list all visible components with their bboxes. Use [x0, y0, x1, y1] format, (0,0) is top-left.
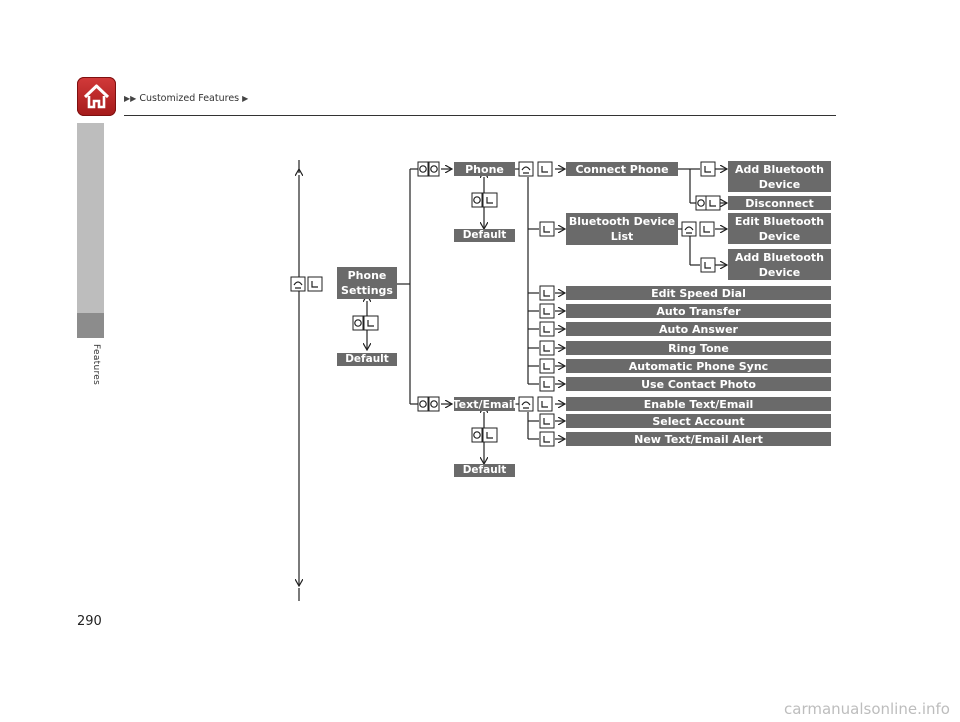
watermark: carmanualsonline.info	[784, 700, 950, 718]
back-button-icon	[539, 303, 555, 319]
back-button-icon	[363, 315, 379, 331]
menu-phone-settings[interactable]: Phone Settings	[337, 267, 397, 299]
back-button-icon	[539, 358, 555, 374]
menu-phone[interactable]: Phone	[454, 162, 515, 176]
selector-knob-icon	[428, 161, 440, 177]
menu-bluetooth-device-list[interactable]: Bluetooth Device List	[566, 213, 678, 245]
back-button-icon	[705, 195, 721, 211]
default-root[interactable]: Default	[337, 353, 397, 366]
selector-knob-icon	[417, 161, 429, 177]
section-tab	[77, 123, 104, 313]
selector-knob-icon	[695, 195, 707, 211]
phone-button-icon	[518, 161, 534, 177]
back-button-icon	[539, 431, 555, 447]
menu-automatic-phone-sync[interactable]: Automatic Phone Sync	[566, 359, 831, 373]
back-button-icon	[539, 321, 555, 337]
menu-ring-tone[interactable]: Ring Tone	[566, 341, 831, 355]
menu-enable-text-email[interactable]: Enable Text/Email	[566, 397, 831, 411]
back-button-icon	[539, 413, 555, 429]
selector-knob-icon	[428, 396, 440, 412]
back-button-icon	[482, 192, 498, 208]
menu-connect-phone[interactable]: Connect Phone	[566, 162, 678, 176]
breadcrumb-label: Customized Features	[139, 93, 240, 104]
selector-knob-icon	[471, 427, 483, 443]
menu-add-bluetooth-device-2[interactable]: Add Bluetooth Device	[728, 249, 831, 280]
back-button-icon	[699, 221, 715, 237]
header-divider	[124, 115, 836, 116]
menu-text-email[interactable]: Text/Email	[452, 397, 517, 411]
breadcrumb-end-arrow: ▶	[242, 94, 249, 103]
section-tab-active[interactable]	[77, 313, 104, 338]
back-button-icon	[537, 161, 553, 177]
page-number: 290	[77, 614, 102, 629]
menu-use-contact-photo[interactable]: Use Contact Photo	[566, 377, 831, 391]
back-button-icon	[539, 376, 555, 392]
default-text-email[interactable]: Default	[454, 464, 515, 477]
selector-knob-icon	[352, 315, 364, 331]
back-button-icon	[539, 285, 555, 301]
back-button-icon	[482, 427, 498, 443]
menu-auto-answer[interactable]: Auto Answer	[566, 322, 831, 336]
breadcrumb[interactable]: ▶▶ Customized Features ▶	[124, 93, 248, 104]
home-button[interactable]	[77, 77, 116, 116]
breadcrumb-arrows: ▶▶	[124, 94, 137, 103]
menu-disconnect[interactable]: Disconnect	[728, 196, 831, 210]
section-label: Features	[91, 344, 101, 386]
menu-edit-speed-dial[interactable]: Edit Speed Dial	[566, 286, 831, 300]
menu-add-bluetooth-device-1[interactable]: Add Bluetooth Device	[728, 161, 831, 192]
phone-button-icon	[681, 221, 697, 237]
back-button-icon	[539, 340, 555, 356]
menu-new-text-email-alert[interactable]: New Text/Email Alert	[566, 432, 831, 446]
back-button-icon	[307, 276, 323, 292]
selector-knob-icon	[471, 192, 483, 208]
menu-select-account[interactable]: Select Account	[566, 414, 831, 428]
back-button-icon	[700, 257, 716, 273]
phone-button-icon	[518, 396, 534, 412]
selector-knob-icon	[417, 396, 429, 412]
menu-edit-bluetooth-device[interactable]: Edit Bluetooth Device	[728, 213, 831, 244]
back-button-icon	[537, 396, 553, 412]
back-button-icon	[700, 161, 716, 177]
default-phone[interactable]: Default	[454, 229, 515, 242]
back-button-icon	[539, 221, 555, 237]
phone-button-icon	[290, 276, 306, 292]
home-icon	[83, 84, 110, 109]
menu-auto-transfer[interactable]: Auto Transfer	[566, 304, 831, 318]
